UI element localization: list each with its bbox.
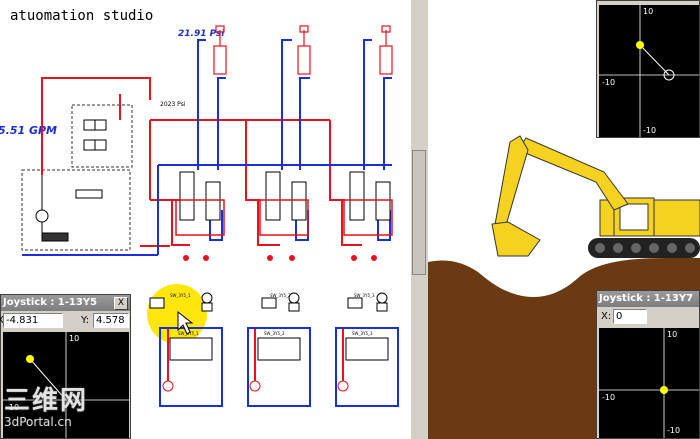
joystick-left-title: Joystick : 1-13Y5	[3, 297, 98, 308]
joystick-left-plot[interactable]: 10 -10	[3, 332, 129, 438]
pilot-valve-1[interactable]	[149, 292, 213, 312]
joystick-right-titlebar[interactable]: Joystick : 1-13Y7	[597, 291, 699, 307]
vertical-scrollbar[interactable]	[410, 0, 429, 439]
joystick-right-plot[interactable]: 10 -10 -10	[599, 328, 699, 438]
animation-pane[interactable]: 10 -10 -10 Joystick : 1-13Y7 X: 0 10 -10…	[428, 0, 700, 439]
prop-label-2: SW_3Y5_2	[264, 331, 285, 336]
proportional-valve-1[interactable]	[169, 337, 213, 361]
joystick-top-right-tick-bottom: -10	[643, 126, 656, 135]
joystick-window-left[interactable]: Joystick : 1-13Y5 X X: -4.831 Y: 4.578 1…	[0, 294, 131, 439]
watermark-main: 三维网	[4, 386, 89, 416]
hydraulic-schematic[interactable]: 21.91 Psi 5.51 GPM 2023 Psi	[0, 0, 410, 439]
joystick-left-tick-top: 10	[69, 334, 79, 343]
joystick-left-y-label: Y:	[81, 315, 90, 326]
joystick-top-right-tick-top: 10	[643, 7, 653, 16]
pump-circles-lower	[162, 380, 349, 392]
pilot-label-1: SW_3Y5_1	[170, 293, 191, 298]
joystick-right-x-field[interactable]: 0	[613, 309, 647, 324]
joystick-left-y-field[interactable]: 4.578	[93, 313, 129, 328]
joystick-right-tick-top: 10	[667, 330, 677, 339]
pressure-readout: 21.91 Psi	[178, 29, 225, 39]
excavator-bucket	[491, 221, 541, 257]
cylinder-1[interactable]	[213, 25, 227, 75]
joystick-right-tick-left: -10	[602, 393, 615, 402]
joystick-right-tick-bottom: -10	[667, 426, 680, 435]
pump-motor-symbol	[35, 175, 103, 242]
mouse-cursor	[177, 310, 194, 335]
close-icon[interactable]: X	[114, 297, 128, 310]
proportional-valve-2[interactable]	[257, 337, 301, 361]
cylinder-2[interactable]	[297, 25, 311, 75]
watermark: 三维网 3dPortal.cn	[4, 380, 88, 429]
watermark-sub: 3dPortal.cn	[4, 415, 72, 429]
pilot-valve-2[interactable]	[261, 292, 300, 312]
tank-symbols	[183, 255, 377, 261]
valve-bank-2[interactable]	[259, 171, 309, 236]
cylinder-3[interactable]	[379, 25, 393, 75]
valve-bank-1[interactable]	[175, 171, 225, 236]
pump-unit-box[interactable]	[21, 169, 131, 251]
app-caption: atuomation studio	[10, 8, 154, 24]
joystick-right-title: Joystick : 1-13Y7	[599, 293, 694, 304]
flow-readout: 5.51 GPM	[0, 124, 57, 137]
joystick-right-knob[interactable]	[660, 386, 668, 394]
joystick-left-x-field[interactable]: -4.831	[3, 313, 63, 328]
relief-valve-box[interactable]	[71, 104, 133, 168]
small-pressure-readout: 2023 Psi	[160, 101, 186, 108]
joystick-top-right-tick-left: -10	[602, 78, 615, 87]
joystick-left-titlebar[interactable]: Joystick : 1-13Y5	[1, 295, 130, 311]
joystick-left-tick-left: -10	[6, 403, 19, 412]
proportional-valve-3[interactable]	[345, 337, 389, 361]
pilot-label-3: SW_3Y5_3	[354, 293, 375, 298]
pilot-valve-3[interactable]	[347, 292, 388, 312]
excavator-boom	[517, 137, 629, 211]
excavator-arm	[493, 135, 529, 233]
joystick-right-x-label: X:	[601, 311, 612, 322]
valve-bank-3[interactable]	[343, 171, 393, 236]
joystick-top-right-knob[interactable]	[636, 41, 644, 49]
joystick-top-right-plot[interactable]: 10 -10 -10	[599, 5, 699, 137]
prop-label-3: SW_3Y5_3	[352, 331, 373, 336]
joystick-window-right[interactable]: Joystick : 1-13Y7 X: 0 10 -10 -10	[596, 290, 700, 439]
relief-valve-symbols	[83, 119, 107, 151]
pilot-label-2: SW_3Y5_2	[270, 293, 291, 298]
joystick-window-top-right[interactable]: 10 -10 -10	[596, 0, 700, 138]
scrollbar-thumb[interactable]	[412, 150, 426, 275]
joystick-left-knob[interactable]	[26, 355, 34, 363]
